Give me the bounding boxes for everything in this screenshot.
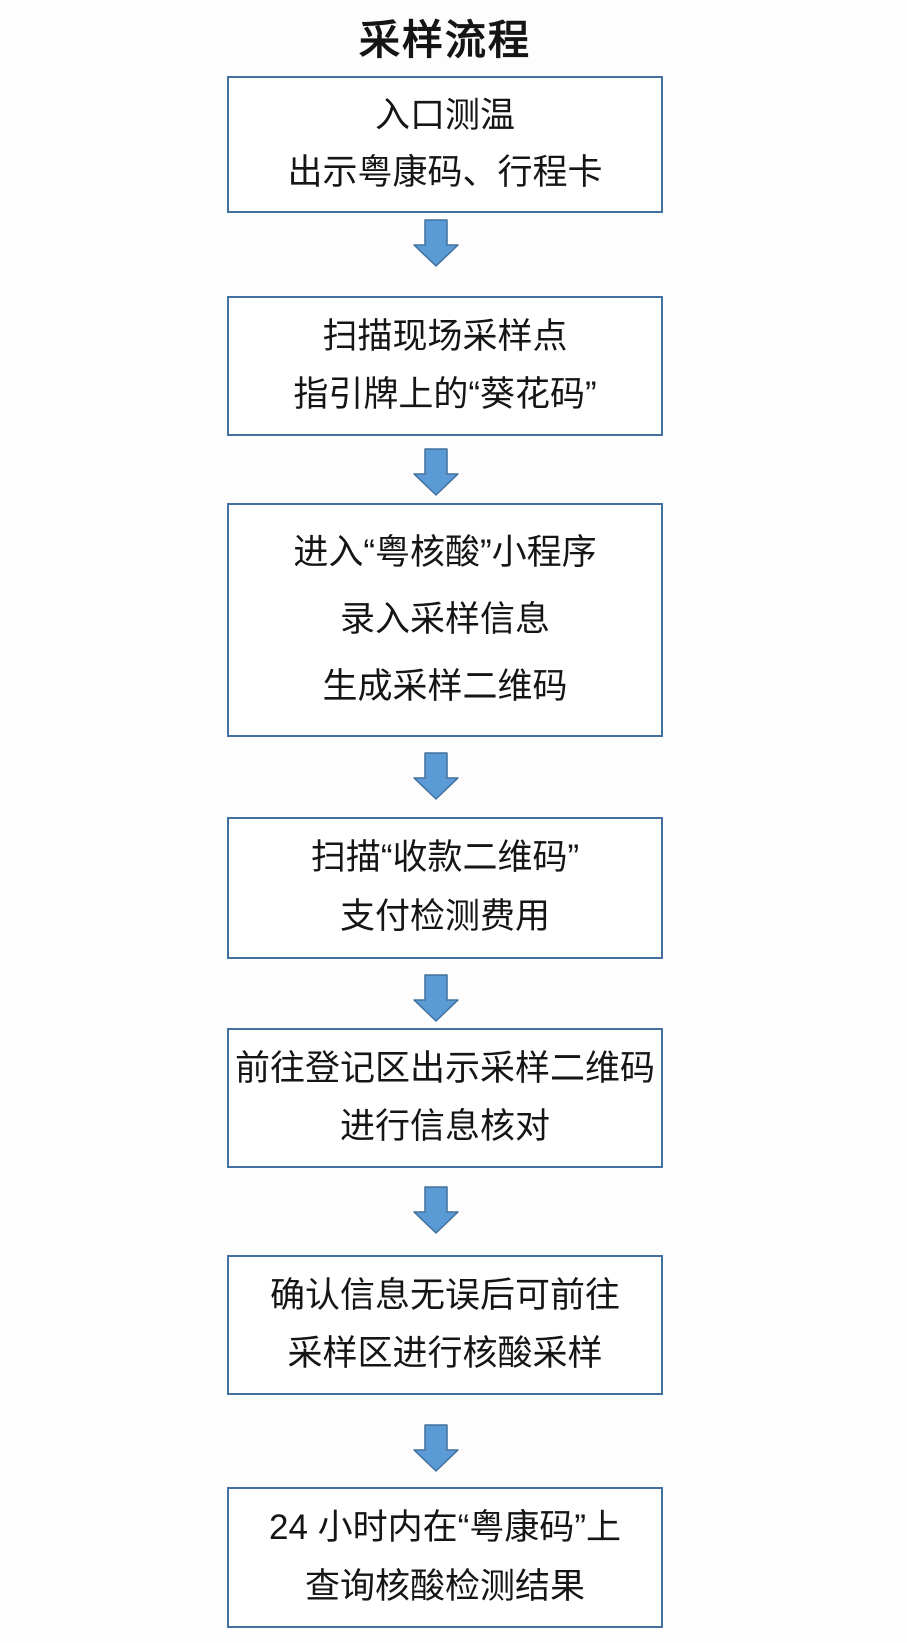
step-text-line: 出示粤康码、行程卡 (287, 152, 603, 192)
flow-step-6: 确认信息无误后可前往 采样区进行核酸采样 (227, 1255, 663, 1395)
down-arrow-icon (413, 448, 459, 496)
flow-step-1: 入口测温 出示粤康码、行程卡 (227, 76, 663, 213)
flow-step-3: 进入“粤核酸”小程序 录入采样信息 生成采样二维码 (227, 503, 663, 737)
step-text-line: 采样区进行核酸采样 (287, 1333, 603, 1373)
step-text-line: 扫描现场采样点 (322, 316, 568, 356)
step-text-line: 查询核酸检测结果 (304, 1566, 585, 1606)
step-text-line: 前往登记区出示采样二维码 (234, 1048, 655, 1088)
down-arrow-icon (413, 1186, 459, 1234)
down-arrow-icon (413, 219, 459, 267)
down-arrow-icon (413, 752, 459, 800)
step-text-line: 录入采样信息 (339, 599, 550, 639)
flow-step-2: 扫描现场采样点 指引牌上的“葵花码” (227, 296, 663, 436)
flow-step-4: 扫描“收款二维码” 支付检测费用 (227, 817, 663, 959)
page-title: 采样流程 (359, 17, 531, 63)
step-text-line: 进行信息核对 (339, 1106, 550, 1146)
down-arrow-icon (413, 974, 459, 1022)
step-text-line: 支付检测费用 (339, 897, 550, 937)
step-text-line: 生成采样二维码 (322, 666, 568, 706)
step-text-line: 扫描“收款二维码” (310, 838, 580, 878)
step-text-line: 入口测温 (374, 95, 515, 135)
step-text-line: 确认信息无误后可前往 (269, 1275, 620, 1315)
flow-step-7: 24 小时内在“粤康码”上 查询核酸检测结果 (227, 1487, 663, 1628)
down-arrow-icon (413, 1424, 459, 1472)
flow-step-5: 前往登记区出示采样二维码 进行信息核对 (227, 1028, 663, 1168)
step-text-line: 进入“粤核酸”小程序 (293, 532, 597, 572)
step-text-line: 指引牌上的“葵花码” (293, 374, 597, 414)
step-text-line: 24 小时内在“粤康码”上 (269, 1508, 621, 1547)
